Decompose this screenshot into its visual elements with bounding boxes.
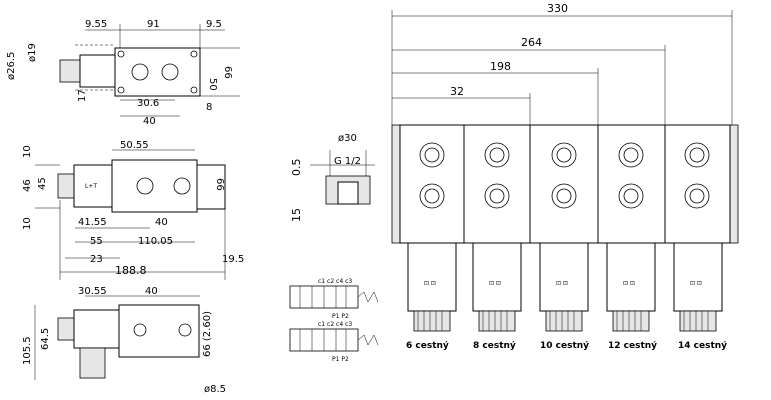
front-valve-body	[111, 159, 198, 213]
valve-section-8: ⊡ ⊡ 8 cestný	[463, 124, 531, 351]
port-detail-bore	[337, 181, 359, 205]
dim-188-8: 188.8	[115, 264, 147, 277]
dim-40-top: 40	[143, 116, 156, 127]
dim-8-top: 8	[206, 102, 212, 113]
dim-17: 17	[77, 89, 88, 102]
dim-9-55-top: 9.55	[85, 19, 107, 30]
dim-23: 23	[90, 254, 103, 265]
front-view: 50.55 46 45 10 10 L+T 66 41.55 40 55 110…	[22, 140, 244, 280]
dim-66-2-60: 66 (2.60)	[202, 311, 213, 357]
dim-198: 198	[490, 60, 511, 73]
front-coil-mark: L+T	[85, 183, 97, 190]
valve-label-8: 8 cestný	[473, 341, 516, 351]
top-valve-body	[114, 47, 201, 97]
dim-19-5: 19.5	[222, 254, 244, 265]
dim-d26-5: ø26.5	[6, 52, 17, 80]
dim-66-front: 66	[214, 178, 225, 191]
svg-text:⊡ ⊡: ⊡ ⊡	[489, 280, 501, 287]
side-coil	[73, 309, 120, 349]
valve-label-10: 10 cestný	[540, 341, 589, 351]
svg-text:⊡ ⊡: ⊡ ⊡	[623, 280, 635, 287]
dim-d30: ø30	[338, 133, 357, 144]
schematic-ports-bottom-2: P1 P2	[332, 356, 349, 363]
valve-label-6: 6 cestný	[406, 341, 449, 351]
dim-10-b: 10	[22, 217, 33, 230]
dim-110-05: 110.05	[138, 236, 173, 247]
svg-text:⊡ ⊡: ⊡ ⊡	[556, 280, 568, 287]
dim-50-55: 50.55	[120, 140, 149, 151]
dim-10-a: 10	[22, 145, 33, 158]
dim-66-top: 66	[222, 66, 233, 79]
valve-label-14: 14 cestný	[678, 341, 727, 351]
front-end-block	[196, 164, 226, 210]
dim-d8-5: ø8.5	[204, 384, 226, 395]
side-coil-nut	[57, 317, 75, 341]
valve-section-6: ⊡ ⊡ 6 cestný	[399, 124, 465, 351]
dim-g-1-2: G 1/2	[334, 156, 361, 167]
dim-105-5: 105.5	[22, 336, 33, 365]
dim-45: 45	[37, 177, 48, 190]
assembly-end-plate-right	[729, 124, 739, 244]
dim-55: 55	[90, 236, 103, 247]
schematic-symbols: c1 c2 c4 c3 P1 P2 c1 c2 c4 c3 P1 P2	[289, 278, 379, 363]
top-view: 9.55 91 9.5 ø26.5 ø19 17 50 66 8 30.6 40	[6, 19, 240, 127]
assembly-view: 330 264 198 32 ⊡ ⊡ 6 cestný	[391, 2, 739, 351]
dim-46: 46	[22, 179, 33, 192]
dim-40-front: 40	[155, 217, 168, 228]
dim-30-6: 30.6	[137, 98, 159, 109]
side-lower-port	[79, 347, 106, 379]
schematic-ports-bottom-1: P1 P2	[332, 313, 349, 320]
side-valve-body	[118, 304, 200, 358]
dim-9-5-top: 9.5	[206, 19, 222, 30]
schematic-ports-top-2: c1 c2 c4 c3	[318, 321, 352, 328]
valve-section-10: ⊡ ⊡ 10 cestný	[529, 124, 599, 351]
side-view: 30.55 40 105.5 64.5 66 (2.60) ø8.5	[22, 286, 226, 395]
top-coil-nut	[59, 59, 81, 83]
dim-64-5: 64.5	[40, 328, 51, 350]
svg-text:⊡ ⊡: ⊡ ⊡	[690, 280, 702, 287]
valve-section-12: ⊡ ⊡ 12 cestný	[597, 124, 666, 351]
dim-41-55: 41.55	[78, 217, 107, 228]
dim-0-5: 0.5	[290, 159, 303, 177]
schematic-ports-top-1: c1 c2 c4 c3	[318, 278, 352, 285]
dim-40-side: 40	[145, 286, 158, 297]
assembly-end-plate-left	[391, 124, 401, 244]
svg-text:⊡ ⊡: ⊡ ⊡	[424, 280, 436, 287]
top-port-b	[161, 63, 179, 81]
dim-264: 264	[521, 36, 542, 49]
dim-91-top: 91	[147, 19, 160, 30]
top-port-a	[131, 63, 149, 81]
valve-label-12: 12 cestný	[608, 341, 657, 351]
dim-15: 15	[290, 208, 303, 222]
top-coil	[79, 54, 116, 88]
port-detail: ø30 G 1/2 0.5 15	[290, 133, 375, 222]
dim-330: 330	[547, 2, 568, 15]
dim-30-55: 30.55	[78, 286, 107, 297]
front-coil-nut	[57, 173, 75, 199]
valve-section-14: ⊡ ⊡ 14 cestný	[664, 124, 731, 351]
dim-50-top: 50	[207, 78, 218, 91]
dim-d19: ø19	[27, 43, 38, 62]
dim-32: 32	[450, 85, 464, 98]
